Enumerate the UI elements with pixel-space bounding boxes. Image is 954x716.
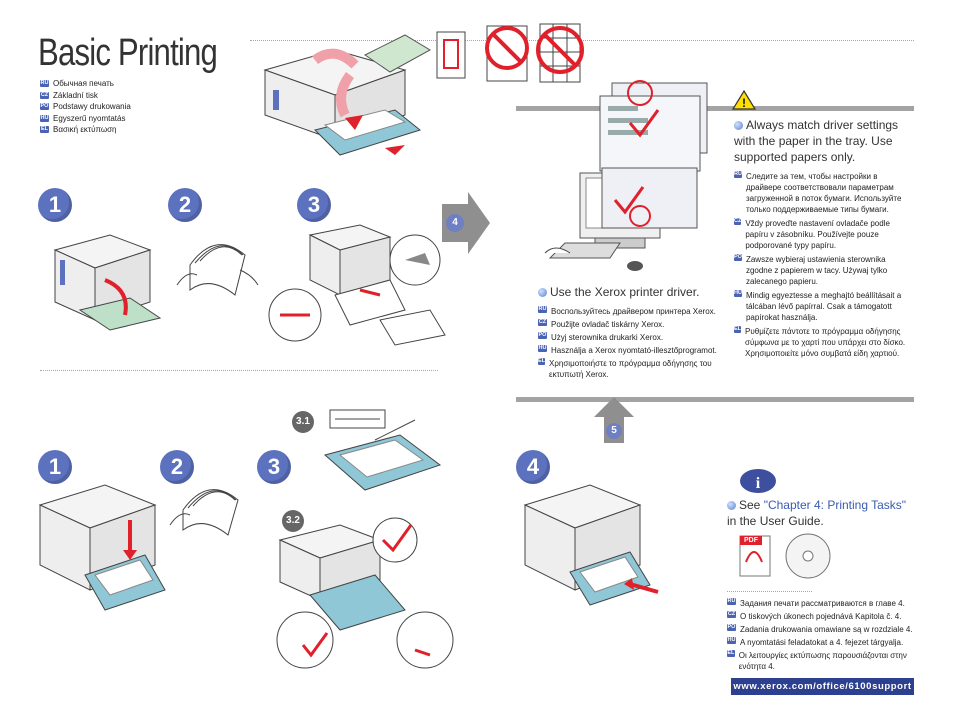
step-1-bottom-badge: 1 (38, 450, 72, 484)
page-title: Basic Printing (38, 32, 218, 74)
bullet-icon (727, 501, 736, 510)
printer-insert-tray-illustration (523, 484, 659, 606)
fan-paper-bottom-illustration (169, 489, 239, 536)
printer-open-tray-illustration (53, 234, 162, 331)
arrow-5-label: 5 (606, 423, 622, 439)
support-url[interactable]: www.xerox.com/office/6100support (731, 678, 914, 695)
bullet-icon (538, 288, 547, 297)
pdf-label: PDF (740, 536, 762, 545)
warning-icon: ! (731, 89, 757, 110)
svg-text:i: i (756, 475, 761, 492)
step-2-badge: 2 (168, 188, 202, 222)
step-4-bottom-badge: 4 (516, 450, 550, 484)
printer-pull-tray-illustration (38, 484, 166, 611)
user-guide-link[interactable]: "Chapter 4: Printing Tasks" (763, 498, 907, 512)
driver-main: Use the Xerox printer driver. (538, 284, 713, 300)
step-3-bottom-badge: 3 (257, 450, 291, 484)
fan-paper-illustration (176, 244, 259, 296)
driver-panel-bottom-bar (516, 397, 914, 402)
svg-text:!: ! (742, 96, 746, 110)
arrow-to-step-4 (442, 192, 490, 254)
unsupported-media-icons (436, 23, 584, 83)
warning-main: Always match driver settings with the pa… (734, 118, 899, 164)
step-2-bottom-badge: 2 (160, 450, 194, 484)
driver-settings-illustration (544, 80, 708, 271)
see-divider (727, 591, 812, 592)
bullet-icon (734, 121, 743, 130)
load-envelope-illustration (268, 224, 446, 346)
step-1-badge: 1 (38, 188, 72, 222)
tray-guides-illustration (276, 517, 454, 669)
arrow-to-step-5 (594, 397, 634, 443)
info-icon: i (740, 469, 776, 493)
substep-3-2-badge: 3.2 (282, 510, 304, 532)
substep-3-1-badge: 3.1 (292, 411, 314, 433)
driver-panel-top-bar (516, 106, 914, 111)
arrow-4-label: 4 (446, 214, 464, 232)
see-guide-text: See "Chapter 4: Printing Tasks"in the Us… (727, 498, 907, 528)
top-section-divider (40, 370, 438, 371)
load-tray-illustration (323, 409, 442, 491)
printer-feed-illustration (263, 34, 432, 156)
step-3-badge: 3 (297, 188, 331, 222)
